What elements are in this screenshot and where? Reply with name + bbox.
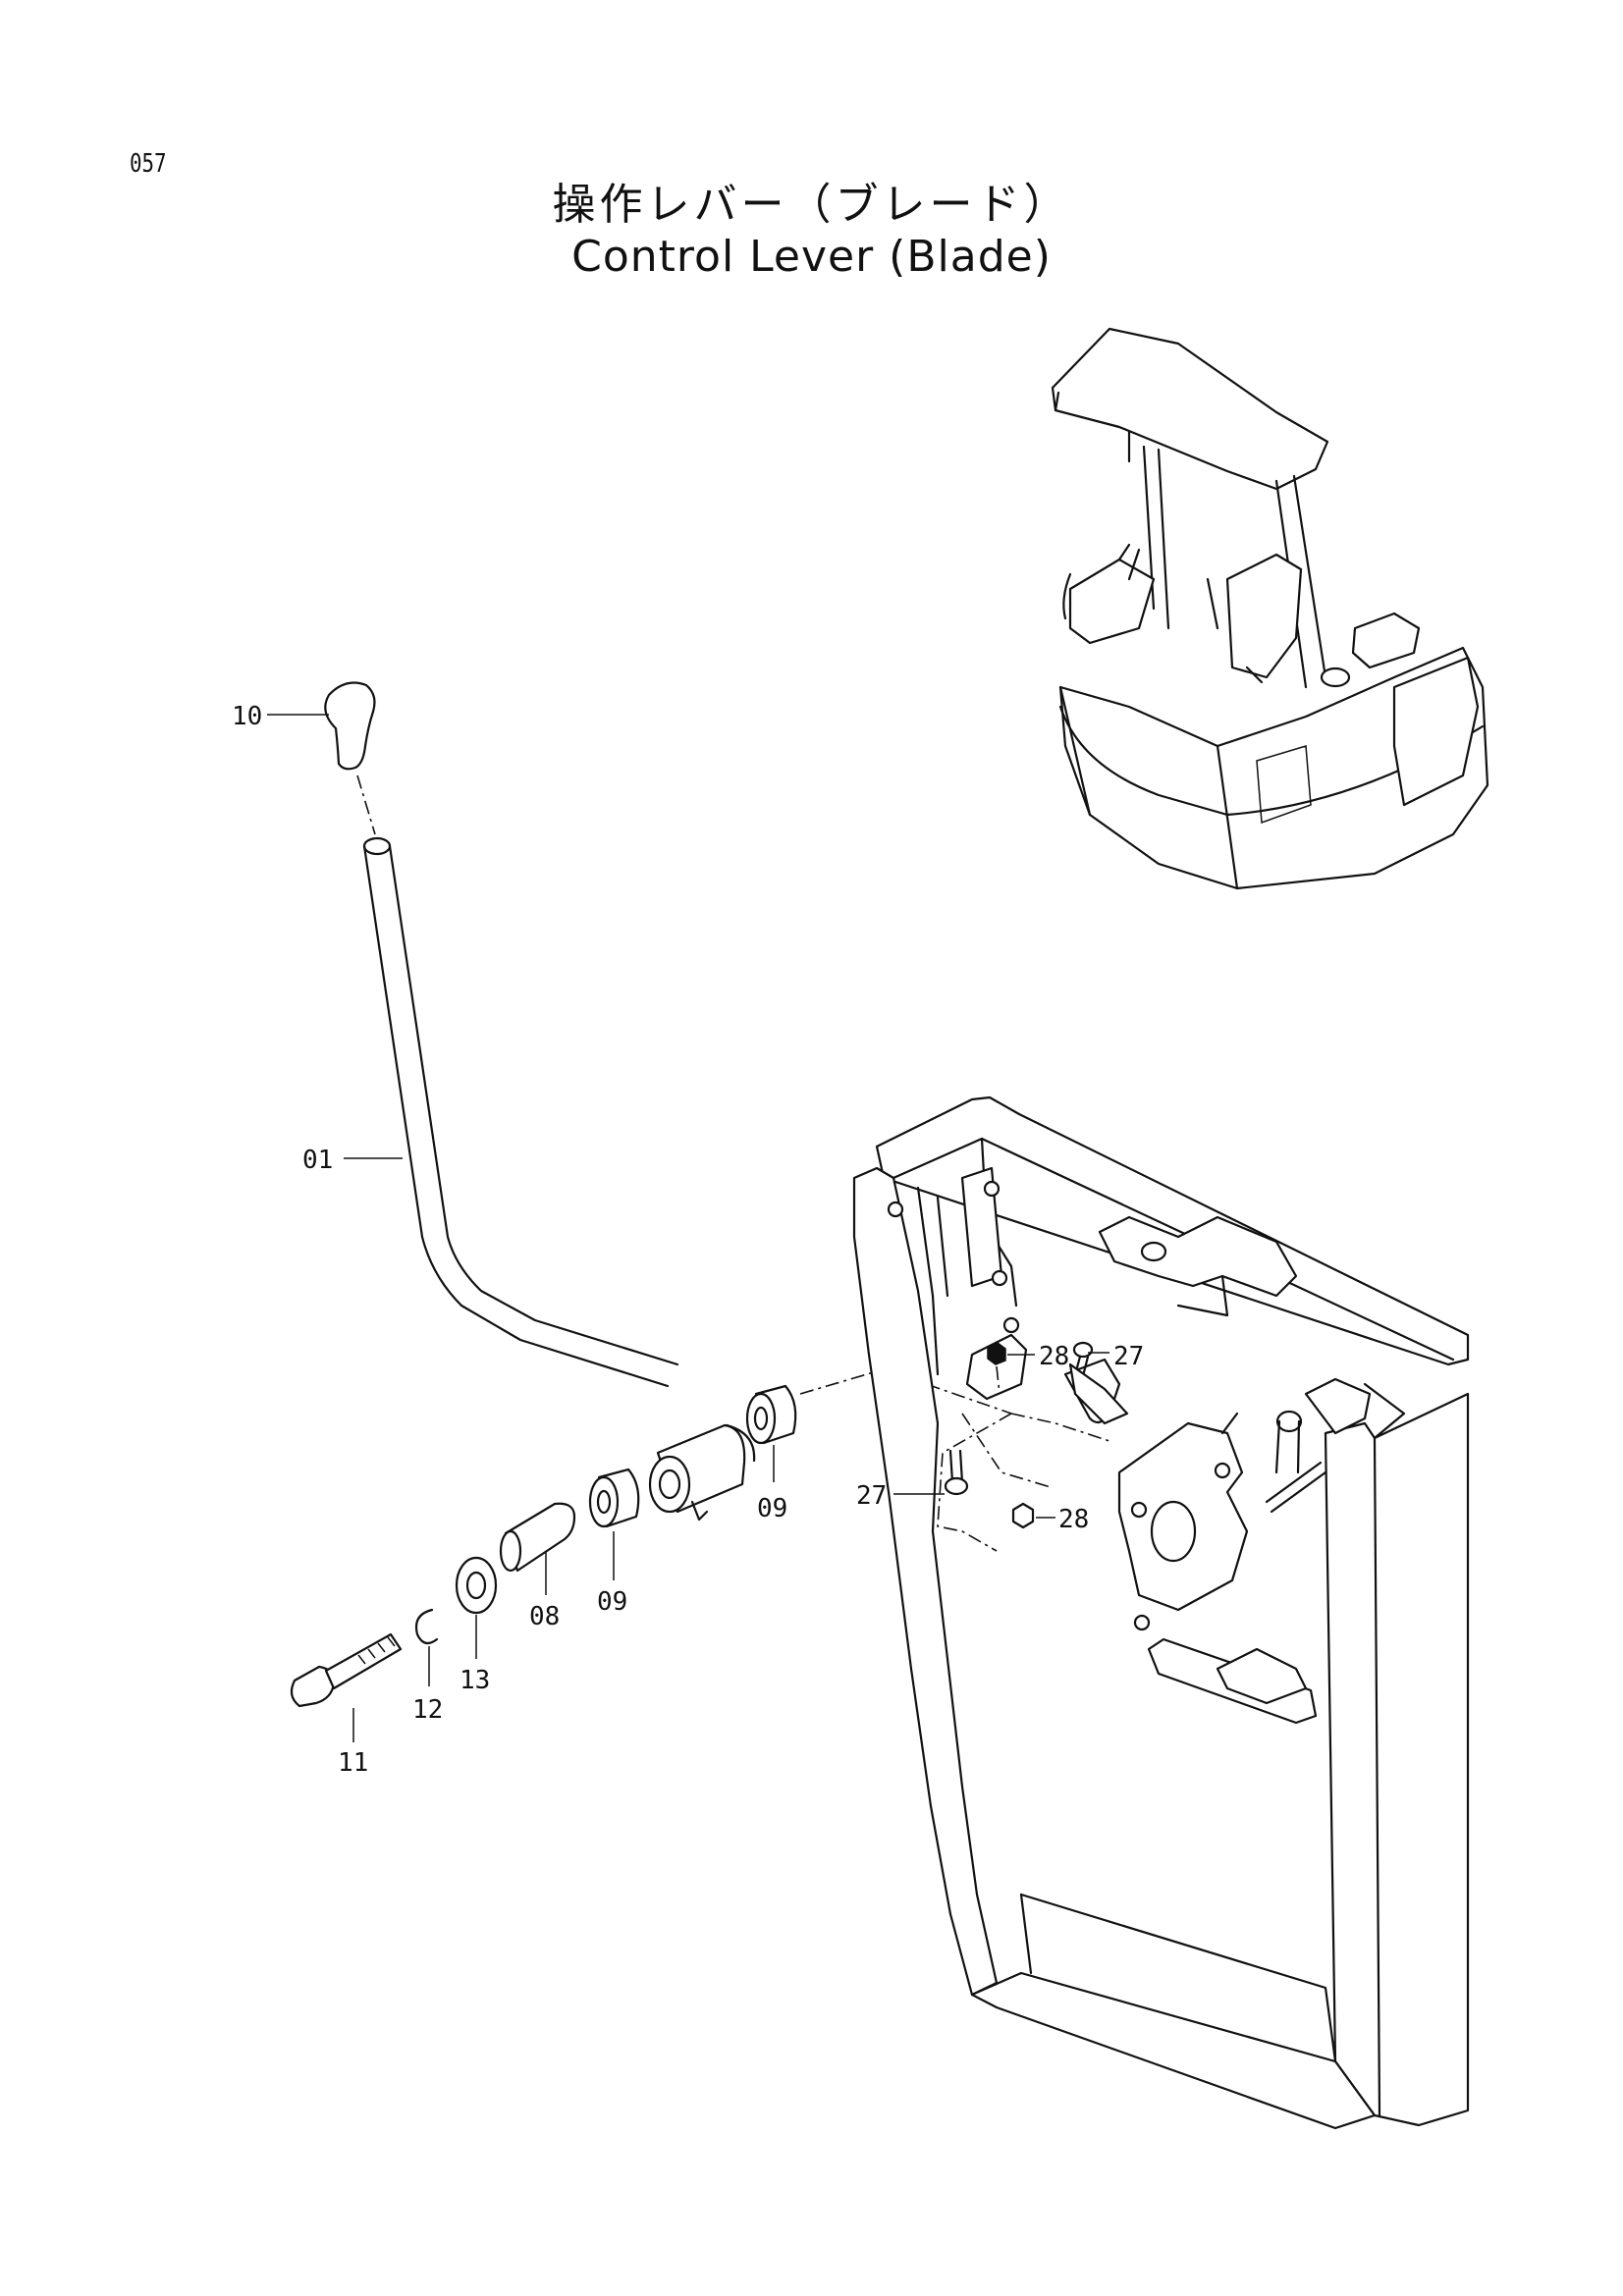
title-japanese: 操作レバー（ブレード） xyxy=(552,180,1071,230)
bushing-part-09-upper xyxy=(745,1368,1012,1445)
callout-27-upper: 27 xyxy=(1113,1342,1144,1371)
bushing-part-09-lower xyxy=(588,1468,640,1528)
callouts: 10 01 28 27 27 28 09 09 08 13 12 11 xyxy=(232,702,1144,1778)
callout-09-lower: 09 xyxy=(597,1587,627,1617)
callout-10: 10 xyxy=(232,702,262,731)
bolt-part-11 xyxy=(290,1632,403,1708)
page-number: 057 xyxy=(130,149,167,179)
callout-09-upper: 09 xyxy=(757,1494,787,1523)
callout-27-lower: 27 xyxy=(856,1481,887,1511)
lever-knob-part-10 xyxy=(324,681,376,835)
callout-11: 11 xyxy=(338,1748,368,1778)
washer-part-13 xyxy=(455,1556,498,1615)
title-english: Control Lever (Blade) xyxy=(571,232,1052,282)
collar-part-08 xyxy=(499,1502,576,1573)
callout-08: 08 xyxy=(529,1602,560,1631)
callout-28-lower: 28 xyxy=(1058,1505,1089,1534)
excavator-overview-illustration xyxy=(1051,327,1489,890)
callout-01: 01 xyxy=(302,1146,333,1175)
callout-28-upper: 28 xyxy=(1039,1342,1069,1371)
lever-rod-part-01 xyxy=(362,836,679,1388)
callout-12: 12 xyxy=(412,1695,443,1725)
nut-part-28-lower xyxy=(1011,1502,1035,1529)
lever-boss xyxy=(648,1423,756,1522)
bolt-part-27-lower xyxy=(944,1449,969,1496)
nut-part-28-upper xyxy=(987,1342,1006,1395)
callout-leaders xyxy=(267,714,1109,1742)
bolt-part-27-upper xyxy=(1068,1341,1129,1425)
console-frame xyxy=(852,1095,1470,2130)
callout-13: 13 xyxy=(460,1666,490,1695)
spring-washer-part-12 xyxy=(414,1608,439,1645)
